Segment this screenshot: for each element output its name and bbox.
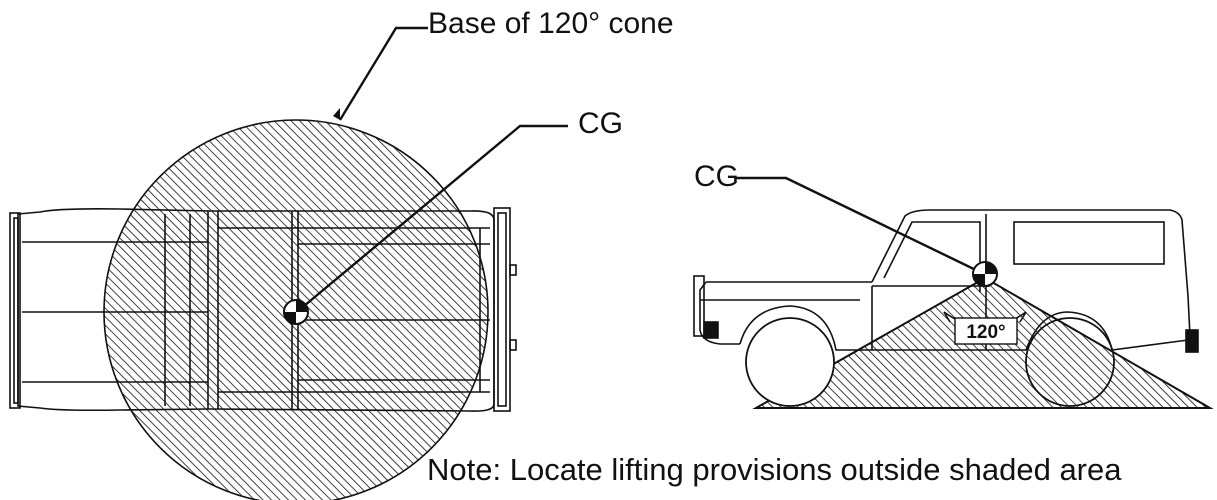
cg-side-label: CG (694, 160, 739, 193)
cg-top-label: CG (578, 107, 623, 140)
cg-marker-top (283, 299, 309, 325)
note-text: Note: Locate lifting provisions outside … (427, 452, 1122, 487)
angle-label: 120° (954, 317, 1018, 345)
leader-lines (303, 26, 981, 307)
arrow-head-cone (333, 108, 340, 120)
cone-base-label: Base of 120° cone (428, 7, 674, 40)
front-wheel (745, 317, 835, 407)
angle-text: 120° (966, 322, 1005, 343)
cg-marker-side (972, 261, 998, 287)
wheels (745, 317, 1115, 407)
rear-wheel (1025, 317, 1115, 407)
